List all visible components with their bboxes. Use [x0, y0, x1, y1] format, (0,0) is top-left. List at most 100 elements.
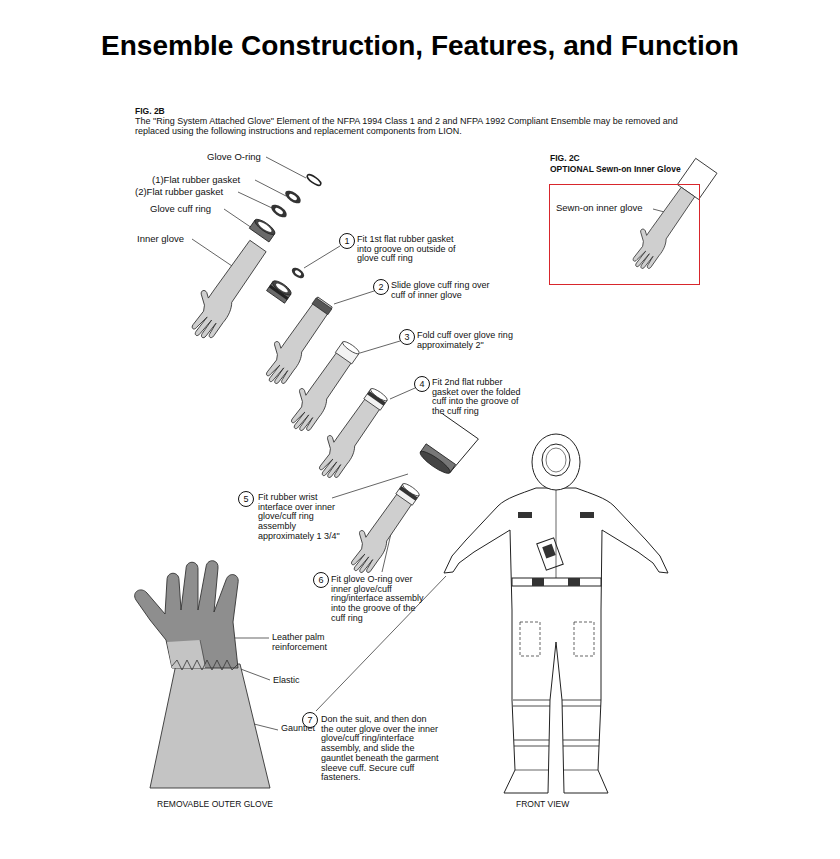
- leader-lines: [316, 576, 446, 711]
- step-text: Fit 1st flat rubber gasket into groove o…: [357, 235, 457, 264]
- step-5-assembly: [401, 482, 421, 498]
- callout-number: 6: [314, 576, 328, 585]
- callout-number: 7: [302, 712, 318, 728]
- step-1-parts: [267, 278, 294, 303]
- suit-front-view: [444, 488, 668, 793]
- step-1-parts: [275, 282, 289, 294]
- suit-front-view: [563, 740, 599, 741]
- callout-number: 5: [239, 495, 253, 504]
- part-label: Leather palm reinforcement: [272, 633, 352, 652]
- callout-number: 7: [303, 716, 317, 725]
- suit-front-view: [513, 706, 550, 707]
- step-4-glove: [308, 382, 392, 483]
- suit-front-view: [556, 490, 557, 578]
- leader-lines: [390, 388, 415, 399]
- suit-front-view: [562, 706, 601, 707]
- glove-parts: [257, 220, 273, 233]
- suit-front-view: [532, 434, 580, 490]
- outer-glove: [135, 561, 270, 788]
- step-5-assembly: [340, 477, 424, 578]
- figure-box: FIG. 2COPTIONAL Sewn-on Inner GloveSewn-…: [549, 184, 700, 285]
- leader-lines: [266, 157, 306, 178]
- step-text: Fit rubber wrist interface over inner gl…: [258, 493, 348, 542]
- callout-number: 1: [339, 233, 355, 249]
- glove-parts: [179, 235, 270, 344]
- suit-front-view: [512, 578, 601, 586]
- leader-lines: [254, 724, 278, 730]
- part-label: (1)Flat rubber gasket: [152, 175, 240, 185]
- glove-parts: [253, 217, 277, 237]
- leader-lines: [334, 291, 374, 304]
- outer-glove: [135, 561, 239, 668]
- part-label: Glove cuff ring: [150, 204, 211, 214]
- leader-lines: [224, 209, 252, 228]
- suit-front-view: [532, 578, 544, 586]
- suit-front-view: [514, 746, 549, 747]
- step-1-parts: [294, 270, 302, 277]
- suit-front-view: [574, 622, 594, 656]
- callout-number: 3: [399, 329, 415, 345]
- leader-lines: [255, 180, 286, 196]
- suit-front-view: [542, 544, 556, 559]
- callout-number: 1: [340, 237, 354, 246]
- step-text: Fold cuff over glove ring approximately …: [417, 331, 522, 350]
- leader-lines: [192, 239, 232, 266]
- step-1-parts: [267, 266, 306, 304]
- callout-number: 5: [238, 491, 254, 507]
- part-label: Inner glove: [137, 234, 184, 244]
- outer-glove: [200, 640, 205, 664]
- caption-label: REMOVABLE OUTER GLOVE: [157, 800, 273, 809]
- part-label: Sewn-on inner glove: [556, 203, 643, 213]
- glove-parts: [249, 217, 277, 242]
- step-4-glove: [369, 387, 389, 403]
- glove-parts: [249, 220, 274, 242]
- callout-number: 4: [415, 380, 429, 389]
- leader-lines: [238, 192, 272, 208]
- glove-parts: [283, 188, 303, 206]
- suit-front-view: [564, 770, 598, 771]
- suit-front-view: [563, 746, 599, 747]
- callout-number: 3: [400, 333, 414, 342]
- leader-lines: [304, 246, 340, 268]
- suit-front-view: [568, 578, 580, 586]
- part-label: (2)Flat rubber gasket: [135, 187, 223, 197]
- glove-parts: [179, 173, 322, 344]
- part-label: Elastic: [273, 676, 300, 686]
- suit-front-view: [515, 770, 548, 771]
- intro-note: The "Ring System Attached Glove" Element…: [135, 117, 710, 136]
- step-text: Fit glove O-ring over inner glove/cuff r…: [331, 575, 431, 624]
- step-text: Don the suit, and then don the outer glo…: [321, 715, 441, 783]
- suit-front-view: [580, 512, 594, 518]
- suit-front-view: [518, 512, 532, 518]
- suit-front-view: [537, 538, 563, 570]
- glove-parts: [269, 202, 289, 220]
- step-1-parts: [290, 266, 306, 281]
- suit-front-view: [514, 740, 549, 741]
- callout-number: 2: [374, 283, 388, 292]
- glove-parts: [288, 193, 298, 201]
- sewn-on-glove: [622, 182, 698, 273]
- suit-front-view: [542, 444, 570, 476]
- suit-front-view: [546, 448, 566, 472]
- suit-front-view: [444, 434, 668, 793]
- step-text: Slide glove cuff ring over cuff of inner…: [391, 281, 496, 300]
- caption-label: FRONT VIEW: [516, 800, 569, 809]
- sewn-on-glove: [622, 158, 717, 273]
- step-2-glove: [312, 298, 332, 315]
- step-4-glove: [308, 386, 389, 483]
- callout-number: 2: [373, 279, 389, 295]
- callout-number: 4: [414, 376, 430, 392]
- callout-number: 6: [313, 572, 329, 588]
- part-label: Glove O-ring: [207, 152, 261, 162]
- suit-front-view: [520, 622, 540, 656]
- step-text: Fit 2nd flat rubber gasket over the fold…: [432, 378, 527, 417]
- page-title: Ensemble Construction, Features, and Fun…: [0, 30, 840, 62]
- outer-glove: [150, 664, 270, 788]
- step-5-assembly: [415, 414, 479, 479]
- step-1-parts: [271, 278, 294, 297]
- leader-lines: [360, 341, 400, 353]
- step-3-glove: [341, 340, 361, 356]
- step-5-assembly: [340, 481, 421, 578]
- glove-parts: [306, 173, 323, 187]
- step-5-assembly: [418, 448, 453, 476]
